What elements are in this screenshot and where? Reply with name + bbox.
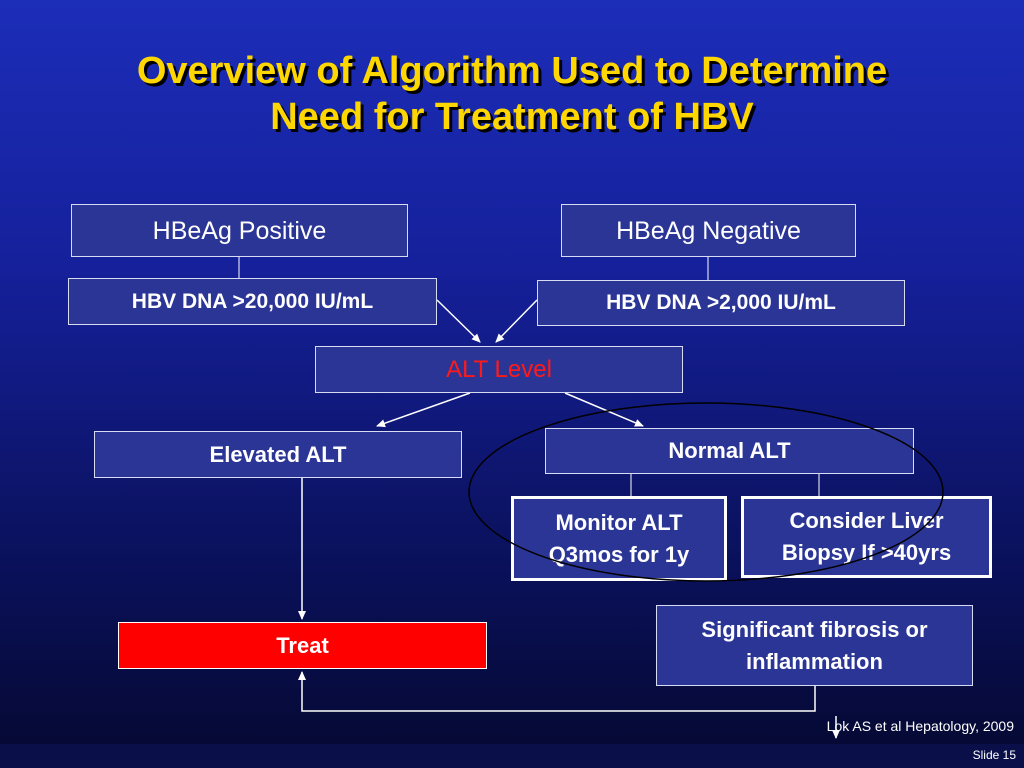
monitor-line-2: Q3mos for 1y bbox=[548, 541, 690, 567]
footer-bar: Slide 15 bbox=[0, 744, 1024, 768]
slide-number: Slide 15 bbox=[972, 748, 1016, 762]
biopsy-line-2: Biopsy If >40yrs bbox=[781, 540, 952, 565]
title-line-2: Need for Treatment of HBV bbox=[270, 96, 754, 138]
hbeag-positive-label: HBeAg Positive bbox=[152, 216, 327, 245]
arrow-alt-to-normal bbox=[564, 392, 644, 427]
fibrosis-box: Significant fibrosis or inflammation bbox=[656, 605, 973, 686]
citation: Lok AS et al Hepatology, 2009 bbox=[826, 718, 1014, 734]
hbv-dna-negative-box: HBV DNA >2,000 IU/mL bbox=[537, 280, 905, 326]
normal-alt-box: Normal ALT bbox=[545, 428, 914, 474]
treat-label: Treat bbox=[276, 632, 329, 658]
normal-alt-label: Normal ALT bbox=[668, 438, 791, 463]
consider-biopsy-box: Consider Liver Biopsy If >40yrs bbox=[741, 496, 992, 578]
arrow-dna-negative-to-alt bbox=[495, 299, 538, 343]
arrow-alt-to-elevated bbox=[376, 392, 471, 428]
hbv-dna-positive-box: HBV DNA >20,000 IU/mL bbox=[68, 278, 437, 325]
biopsy-line-1: Consider Liver bbox=[789, 508, 944, 533]
arrow-fibrosis-to-treat bbox=[298, 671, 816, 712]
slide-title: Overview of Algorithm Used to Determine … bbox=[0, 48, 1024, 140]
title-line-1: Overview of Algorithm Used to Determine bbox=[136, 50, 888, 92]
hbv-dna-positive-label: HBV DNA >20,000 IU/mL bbox=[131, 289, 374, 313]
alt-level-label: ALT Level bbox=[446, 355, 552, 383]
fibrosis-line-2: inflammation bbox=[746, 648, 883, 674]
arrow-dna-positive-to-alt bbox=[436, 299, 481, 343]
alt-level-box: ALT Level bbox=[315, 346, 683, 393]
treat-box: Treat bbox=[118, 622, 487, 669]
monitor-line-1: Monitor ALT bbox=[555, 509, 683, 535]
fibrosis-line-1: Significant fibrosis or bbox=[701, 616, 928, 642]
hbeag-positive-box: HBeAg Positive bbox=[71, 204, 408, 257]
hbeag-negative-box: HBeAg Negative bbox=[561, 204, 856, 257]
elevated-alt-box: Elevated ALT bbox=[94, 431, 462, 478]
hbeag-negative-label: HBeAg Negative bbox=[616, 216, 801, 245]
elevated-alt-label: Elevated ALT bbox=[209, 441, 347, 467]
monitor-alt-box: Monitor ALT Q3mos for 1y bbox=[511, 496, 727, 581]
hbv-dna-negative-label: HBV DNA >2,000 IU/mL bbox=[606, 291, 836, 314]
